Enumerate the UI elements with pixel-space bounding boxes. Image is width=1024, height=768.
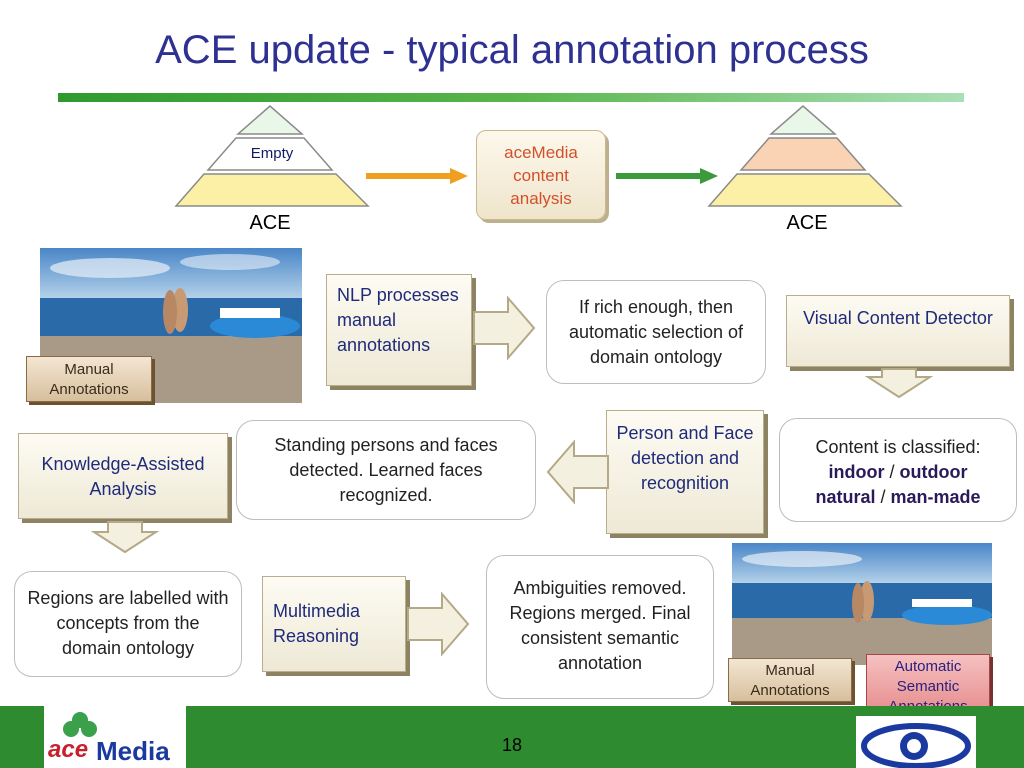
manual-annotations-tag: Manual Annotations	[728, 658, 852, 702]
orange-arrow-icon	[366, 168, 468, 184]
final-annotation-box: Ambiguities removed. Regions merged. Fin…	[486, 555, 714, 699]
persons-detected-box: Standing persons and faces detected. Lea…	[236, 420, 536, 520]
left-arrow-icon	[546, 440, 609, 504]
visual-content-detector-box: Visual Content Detector	[786, 295, 1010, 367]
logo-text-media: Media	[96, 736, 170, 766]
page-number: 18	[501, 735, 523, 755]
content-classified-box: Content is classified: indoor / outdoor …	[779, 418, 1017, 522]
right-pyramid-label: ACE	[786, 212, 828, 234]
manual-annotations-tag: Manual Annotations	[26, 356, 152, 402]
left-pyramid-label: ACE	[249, 212, 291, 234]
person-face-detection-box: Person and Face detection and recognitio…	[606, 410, 764, 534]
left-pyramid-tier-text: Empty	[250, 145, 294, 162]
acemedia-analysis-box: aceMedia content analysis	[476, 130, 606, 220]
regions-labelled-box: Regions are labelled with concepts from …	[14, 571, 242, 677]
down-arrow-icon	[90, 521, 160, 554]
multimedia-reasoning-box: Multimedia Reasoning	[262, 576, 406, 672]
left-ace-pyramid	[174, 105, 370, 207]
slide-title: ACE update - typical annotation process	[155, 28, 869, 72]
clover-icon	[63, 712, 97, 737]
down-arrow-icon	[864, 368, 934, 399]
right-arrow-icon	[407, 592, 470, 656]
title-underline	[58, 93, 964, 102]
classified-intro: Content is classified:	[815, 437, 981, 457]
right-ace-pyramid	[707, 105, 903, 207]
right-arrow-icon	[473, 296, 536, 360]
fp6-icon	[861, 723, 971, 768]
knowledge-assisted-analysis-box: Knowledge-Assisted Analysis	[18, 433, 228, 519]
nlp-processes-box: NLP processes manual annotations	[326, 274, 472, 386]
classified-natural-manmade: natural / man-made	[815, 487, 981, 507]
ontology-selection-box: If rich enough, then automatic selection…	[546, 280, 766, 384]
beach-photo	[40, 248, 302, 403]
logo-text-ace: ace	[48, 736, 89, 763]
classified-indoor-outdoor: indoor / outdoor	[828, 462, 968, 482]
fp6-logo	[856, 716, 976, 768]
green-arrow-icon	[616, 168, 718, 184]
acemedia-logo: ace Media	[44, 706, 186, 768]
beach-photo-annotated	[732, 543, 992, 665]
